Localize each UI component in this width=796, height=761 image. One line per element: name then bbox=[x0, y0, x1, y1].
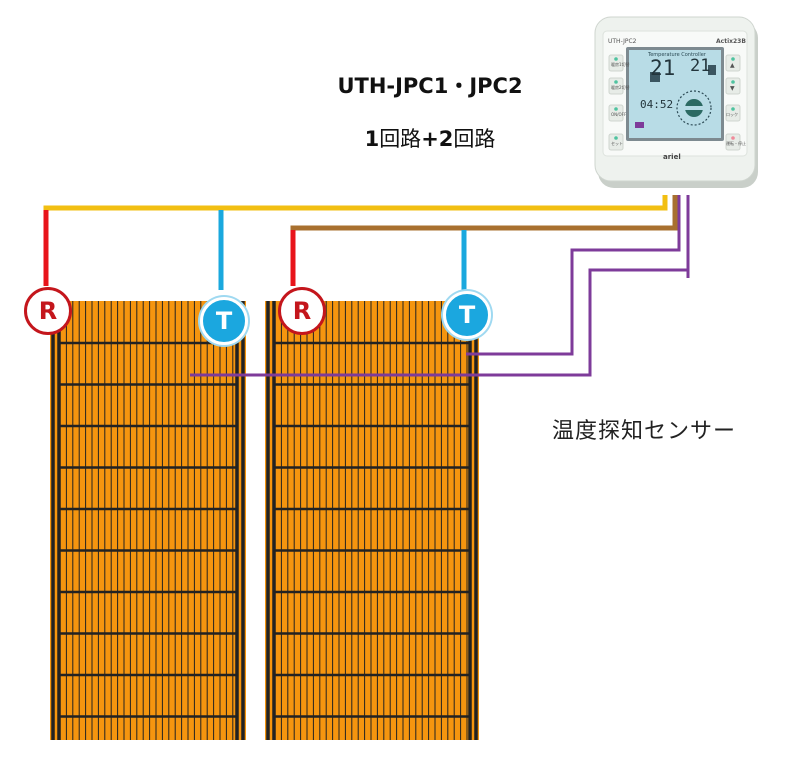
r-terminal-badge-left: R bbox=[24, 287, 72, 335]
screen-bars bbox=[650, 72, 660, 82]
screen-header: Temperature Controller bbox=[648, 52, 706, 58]
controller-left-button-label: ON/OFF bbox=[611, 112, 627, 117]
t-terminal-badge-right: T bbox=[443, 291, 491, 339]
led-icon bbox=[731, 57, 735, 61]
r-terminal-badge-right: R bbox=[278, 287, 326, 335]
wires bbox=[43, 195, 690, 377]
screen-temp-right: 21 bbox=[690, 56, 711, 76]
controller-left-button-label: セット bbox=[611, 141, 623, 146]
led-icon bbox=[614, 107, 618, 111]
power-wire-brown bbox=[290, 195, 678, 253]
diagram-title: UTH-JPC1・JPC2 bbox=[337, 74, 523, 98]
screen-dial bbox=[676, 90, 712, 126]
controller-right-button[interactable] bbox=[725, 54, 741, 72]
subtitle-num-1: 1 bbox=[364, 127, 380, 151]
controller-right-button-label: ▲ bbox=[730, 62, 735, 69]
led-icon bbox=[731, 80, 735, 84]
thermostat-controller bbox=[594, 16, 758, 188]
sensor-wire-1 bbox=[466, 195, 681, 356]
subtitle-text-2: 回路 bbox=[453, 127, 496, 151]
screen-dial-band bbox=[685, 106, 703, 110]
screen-indicator bbox=[635, 122, 644, 128]
subtitle-plus: + bbox=[421, 127, 439, 151]
heater-panel-left bbox=[50, 301, 246, 740]
led-icon bbox=[614, 57, 618, 61]
screen-temp-left: 21 bbox=[650, 56, 676, 80]
t-terminal-badge-left: T bbox=[200, 297, 248, 345]
subtitle-text-1: 回路 bbox=[379, 127, 422, 151]
controller-left-button[interactable] bbox=[608, 133, 624, 151]
led-icon bbox=[614, 80, 618, 84]
controller-left-button[interactable] bbox=[608, 77, 624, 95]
controller-left-buttons bbox=[608, 54, 624, 151]
sensor-label: 温度探知センサー bbox=[552, 419, 737, 444]
controller-left-button-label: 暖房2切替 bbox=[611, 85, 630, 90]
controller-left-button[interactable] bbox=[608, 54, 624, 72]
subtitle-num-2: 2 bbox=[438, 127, 454, 151]
controller-right-button[interactable] bbox=[725, 133, 741, 151]
controller-left-button[interactable] bbox=[608, 104, 624, 122]
controller-right-button-label: 運転・停止 bbox=[726, 141, 746, 146]
controller-right-buttons bbox=[725, 54, 741, 151]
led-icon bbox=[731, 107, 735, 111]
controller-right-button[interactable] bbox=[725, 77, 741, 95]
controller-right-button-label: ロック bbox=[726, 112, 738, 117]
controller-left-button-label: 暖房1切替 bbox=[611, 62, 630, 67]
heater-panel-right bbox=[265, 301, 479, 740]
controller-right-button[interactable] bbox=[725, 104, 741, 122]
diagram-subtitle: 1回路+2回路 bbox=[290, 123, 570, 153]
controller-right-button-label: ▼ bbox=[730, 85, 735, 92]
controller-brand: Actix23B bbox=[716, 38, 746, 45]
screen-time: 04:52 bbox=[640, 98, 674, 111]
led-icon bbox=[731, 136, 735, 140]
controller-maker-logo: ariel bbox=[663, 153, 681, 161]
controller-model: UTH-JPC2 bbox=[608, 38, 637, 45]
screen-bars-2 bbox=[708, 65, 716, 75]
led-icon bbox=[614, 136, 618, 140]
controller-screen bbox=[629, 50, 721, 138]
